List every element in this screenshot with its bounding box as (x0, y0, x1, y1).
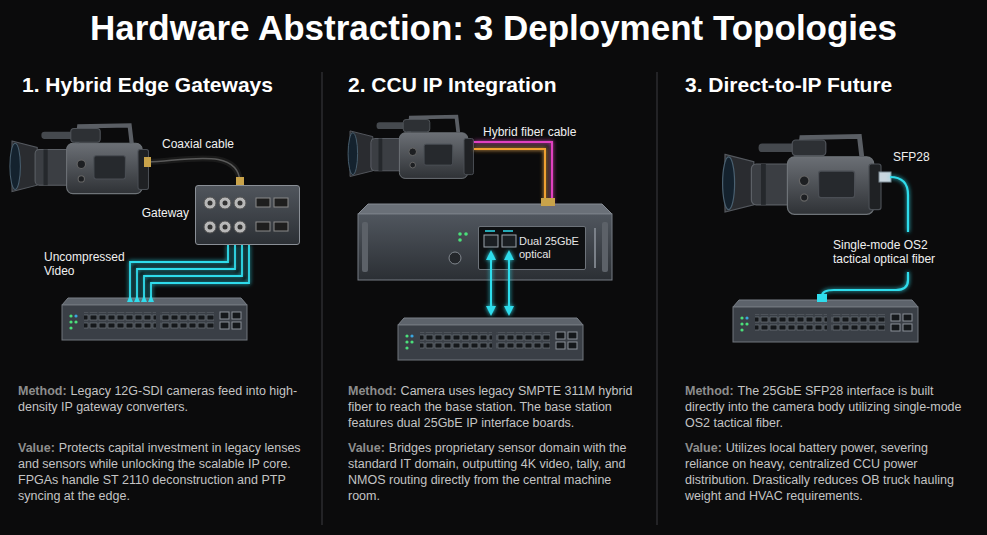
signal-label: Uncompressed Video (44, 250, 128, 278)
arrow-head (127, 295, 133, 302)
optical-fiber (822, 272, 908, 296)
text-block: Hybrid fiber cable (483, 125, 603, 139)
interface-label: SFP28 (893, 150, 953, 164)
network-port (274, 198, 288, 207)
text-block: Single-mode OS2 tactical optical fiber (833, 238, 961, 266)
network-switch (398, 318, 583, 360)
column-heading: 2. CCU IP Integration (348, 72, 643, 98)
text-block: Value:Bridges proprietary sensor domain … (348, 440, 640, 504)
field-label: Method: (18, 384, 67, 398)
fiber-connector (817, 294, 827, 302)
text-block: Coaxial cable (162, 137, 272, 151)
field-label: Method: (685, 384, 734, 398)
status-led (458, 238, 462, 242)
value-text: Bridges proprietary sensor domain with t… (348, 441, 626, 503)
bnc-port (219, 221, 231, 233)
arrow-head (134, 295, 140, 302)
value-text: Protects capital investment in legacy le… (18, 441, 301, 503)
optical-fiber (890, 177, 908, 232)
optical-port (502, 235, 516, 247)
field-label: Value: (348, 441, 385, 455)
page-title: Hardware Abstraction: 3 Deployment Topol… (0, 8, 987, 48)
ip-video-line (151, 245, 249, 300)
control-knob (449, 252, 461, 264)
arrow-head (148, 295, 154, 302)
hybrid-fiber-cable (474, 146, 548, 204)
sfp28-module (879, 172, 891, 182)
node-label: Dual 25GbE optical (519, 235, 582, 261)
text-block: 3. Direct-to-IP Future (685, 72, 975, 98)
bnc-port (234, 221, 246, 233)
network-port (256, 198, 270, 207)
port-indicator (503, 230, 513, 232)
coaxial-cable (148, 158, 240, 182)
display-panel: Dual 25GbE optical (478, 226, 586, 270)
network-switch (733, 300, 918, 342)
video-camera (348, 117, 473, 179)
text-block: Method:Camera uses legacy SMPTE 311M hyb… (348, 383, 640, 431)
text-block: SFP28 (893, 150, 953, 164)
node-label: Gateway (142, 206, 189, 220)
cable-label: Single-mode OS2 tactical optical fiber (833, 238, 961, 266)
column-divider (657, 72, 658, 525)
optical-port (484, 235, 498, 247)
bnc-connector (144, 157, 151, 167)
column-divider (322, 72, 323, 525)
text-block: 1. Hybrid Edge Gateways (22, 72, 317, 98)
column-heading: 3. Direct-to-IP Future (685, 72, 975, 98)
bnc-pin (238, 201, 243, 206)
rack-handle (602, 222, 608, 272)
ip-video-line (144, 245, 242, 300)
bnc-port (234, 197, 246, 209)
status-led (464, 232, 468, 236)
base-station (358, 214, 612, 280)
text-block: 2. CCU IP Integration (348, 72, 643, 98)
bnc-port (219, 197, 231, 209)
text-block: Uncompressed Video (44, 250, 128, 278)
video-camera (10, 125, 149, 193)
field-label: Method: (348, 384, 397, 398)
field-label: Value: (18, 441, 55, 455)
bnc-pin (223, 201, 228, 206)
optical-link (508, 252, 510, 314)
bnc-port (204, 221, 216, 233)
gateway-box: Gateway (195, 185, 300, 245)
bnc-pin (238, 225, 243, 230)
coaxial-cable (148, 158, 240, 182)
rack-handle (362, 222, 368, 272)
status-led (458, 232, 462, 236)
bnc-port (204, 197, 216, 209)
bnc-pin (208, 201, 213, 206)
arrow-head (141, 295, 147, 302)
text-block: Value:Protects capital investment in leg… (18, 440, 310, 504)
network-switch (62, 298, 247, 340)
network-port (274, 222, 288, 231)
value-text: Utilizes local battery power, severing r… (685, 441, 954, 503)
column-heading: 1. Hybrid Edge Gateways (22, 72, 317, 98)
text-block: Method:The 25GbE SFP28 interface is buil… (685, 383, 975, 431)
cable-label: Coaxial cable (162, 137, 272, 151)
text-block: Value:Utilizes local battery power, seve… (685, 440, 975, 504)
network-port (256, 222, 270, 231)
text-block: Method:Legacy 12G-SDI cameras feed into … (18, 383, 310, 415)
optical-link (490, 252, 492, 314)
bnc-pin (223, 225, 228, 230)
cable-label: Hybrid fiber cable (483, 125, 603, 139)
vent-bar (594, 228, 596, 268)
field-label: Value: (685, 441, 722, 455)
video-camera (723, 136, 881, 214)
base-station-top (358, 204, 612, 214)
cable-connector (541, 198, 555, 206)
bnc-pin (208, 225, 213, 230)
power-strand (474, 149, 545, 204)
fiber-strand (474, 142, 552, 204)
port-indicator (485, 230, 495, 232)
